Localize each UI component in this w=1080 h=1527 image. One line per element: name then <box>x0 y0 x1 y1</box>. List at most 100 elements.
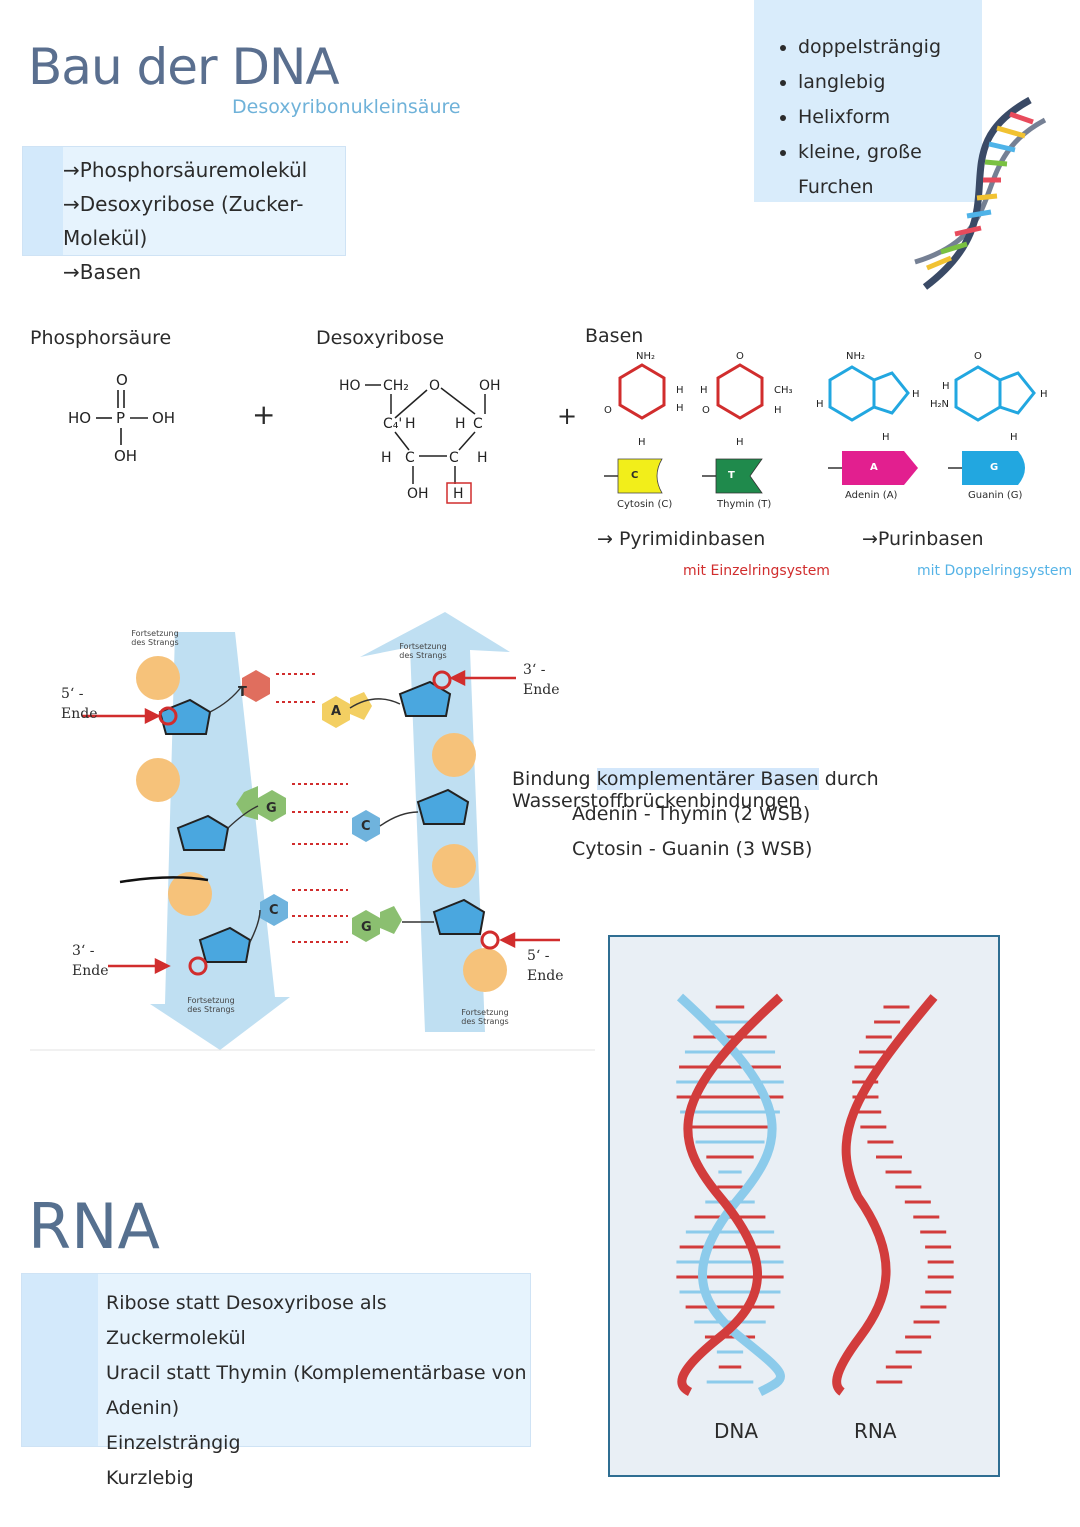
property-item: Helixform <box>798 100 982 135</box>
svg-text:H: H <box>381 450 392 466</box>
svg-text:O: O <box>429 378 440 394</box>
rna-properties-box: Ribose statt Desoxyribose als Zuckermole… <box>21 1273 531 1489</box>
binding-line-cg: Cytosin - Guanin (3 WSB) <box>572 838 813 860</box>
components-box: →Phosphorsäuremolekül →Desoxyribose (Zuc… <box>22 146 346 284</box>
svg-text:O: O <box>736 351 744 362</box>
binding-title-post: durch Wasserstoffbrückenbindungen <box>512 768 879 812</box>
svg-text:P: P <box>116 409 125 427</box>
dna-label: DNA <box>714 1419 759 1443</box>
base-letter: T <box>728 470 735 481</box>
svg-text:H: H <box>700 385 708 396</box>
property-item: kleine, große Furchen <box>798 135 982 205</box>
plus-sign: + <box>252 398 276 431</box>
deoxyribose-label: Desoxyribose <box>316 327 445 349</box>
svg-text:H: H <box>816 399 824 410</box>
property-item: langlebig <box>798 65 982 100</box>
svg-text:H: H <box>942 381 950 392</box>
svg-text:C: C <box>473 416 483 432</box>
diagram-base-letter: C <box>361 819 371 834</box>
svg-text:H: H <box>638 437 646 448</box>
rna-label: RNA <box>854 1419 897 1443</box>
rna-item: Ribose statt Desoxyribose als Zuckermole… <box>106 1292 387 1349</box>
binding-line-at: Adenin - Thymin (2 WSB) <box>572 803 811 825</box>
rna-item: Uracil statt Thymin (Komplementärbase vo… <box>106 1362 527 1419</box>
pyrimidine-note: mit Einzelringsystem <box>683 563 830 579</box>
svg-text:HO: HO <box>339 378 361 394</box>
svg-text:H: H <box>405 416 416 432</box>
strand-continuation: Fortsetzung des Strangs <box>187 996 235 1014</box>
dna-rna-helix-illustration <box>676 993 954 1397</box>
svg-text:OH: OH <box>114 447 137 465</box>
svg-text:H: H <box>736 437 744 448</box>
svg-text:OH: OH <box>479 378 501 394</box>
pyrimidine-label: → Pyrimidinbasen <box>597 528 766 550</box>
properties-box: doppelsträngig langlebig Helixform klein… <box>754 0 982 202</box>
components-list: →Phosphorsäuremolekül →Desoxyribose (Zuc… <box>63 153 345 289</box>
base-letter: G <box>990 462 999 473</box>
base-name: Adenin (A) <box>845 490 898 501</box>
three-prime-end-label: 3‘ - Ende <box>72 943 109 979</box>
base-letter: C <box>631 470 639 481</box>
page-subtitle: Desoxyribonukleinsäure <box>232 96 461 118</box>
dna-strand-diagram <box>30 612 595 1051</box>
diagram-base-letter: G <box>266 801 277 816</box>
svg-text:H: H <box>912 389 920 400</box>
strand-continuation: Fortsetzung des Strangs <box>131 629 179 647</box>
svg-text:H: H <box>676 385 684 396</box>
phosphoric-acid-structure: O HO P OH OH <box>68 371 175 465</box>
svg-text:H: H <box>453 486 464 502</box>
svg-text:HO: HO <box>68 409 91 427</box>
base-name: Cytosin (C) <box>617 499 673 510</box>
page-title: Bau der DNA <box>28 38 340 96</box>
svg-text:C₄': C₄' <box>383 416 402 432</box>
svg-text:H: H <box>882 432 890 443</box>
svg-text:NH₂: NH₂ <box>636 351 655 362</box>
component-item: →Desoxyribose (Zucker-Molekül) <box>63 192 304 250</box>
svg-text:C: C <box>405 450 415 466</box>
component-item: →Basen <box>63 260 142 284</box>
diagram-base-letter: G <box>361 920 372 935</box>
rna-title: RNA <box>28 1190 160 1263</box>
svg-text:CH₂: CH₂ <box>383 378 409 394</box>
plus-sign: + <box>557 402 578 430</box>
svg-text:CH₃: CH₃ <box>774 385 793 396</box>
diagram-base-letter: A <box>331 704 342 719</box>
bases-label: Basen <box>585 325 644 347</box>
property-item: doppelsträngig <box>798 30 982 65</box>
svg-text:NH₂: NH₂ <box>846 351 865 362</box>
strand-continuation: Fortsetzung des Strangs <box>399 642 447 660</box>
box-strip <box>22 1274 98 1446</box>
svg-text:H: H <box>676 403 684 414</box>
component-item: →Phosphorsäuremolekül <box>63 158 308 182</box>
base-name: Guanin (G) <box>968 490 1023 501</box>
svg-text:OH: OH <box>407 486 429 502</box>
svg-text:H: H <box>1040 389 1048 400</box>
rna-item: Einzelsträngig <box>106 1432 241 1454</box>
binding-title: Bindung komplementärer Basen durch Wasse… <box>512 768 1080 812</box>
strand-continuation: Fortsetzung des Strangs <box>461 1008 509 1026</box>
three-prime-end-label: 3‘ - Ende <box>523 662 560 698</box>
svg-text:O: O <box>974 351 982 362</box>
binding-title-highlight: komplementärer Basen <box>596 768 819 790</box>
svg-text:H: H <box>477 450 488 466</box>
rna-properties-list: Ribose statt Desoxyribose als Zuckermole… <box>106 1286 530 1496</box>
diagram-base-letter: C <box>269 903 279 918</box>
five-prime-end-label: 5‘ - Ende <box>61 686 98 722</box>
properties-list: doppelsträngig langlebig Helixform klein… <box>754 0 982 205</box>
diagram-base-letter: T <box>238 685 247 700</box>
base-name: Thymin (T) <box>717 499 772 510</box>
svg-text:O: O <box>702 405 710 416</box>
box-strip <box>23 147 63 255</box>
purine-note: mit Doppelringsystem <box>917 563 1073 579</box>
svg-text:H: H <box>1010 432 1018 443</box>
svg-text:O: O <box>604 405 612 416</box>
dna-rna-figure: DNA RNA <box>608 935 1000 1477</box>
five-prime-end-label: 5‘ - Ende <box>527 948 564 984</box>
svg-text:H₂N: H₂N <box>930 399 949 410</box>
purine-label: →Purinbasen <box>862 528 984 550</box>
dna-helix-icon <box>914 96 1047 290</box>
svg-text:OH: OH <box>152 409 175 427</box>
base-letter: A <box>870 462 878 473</box>
